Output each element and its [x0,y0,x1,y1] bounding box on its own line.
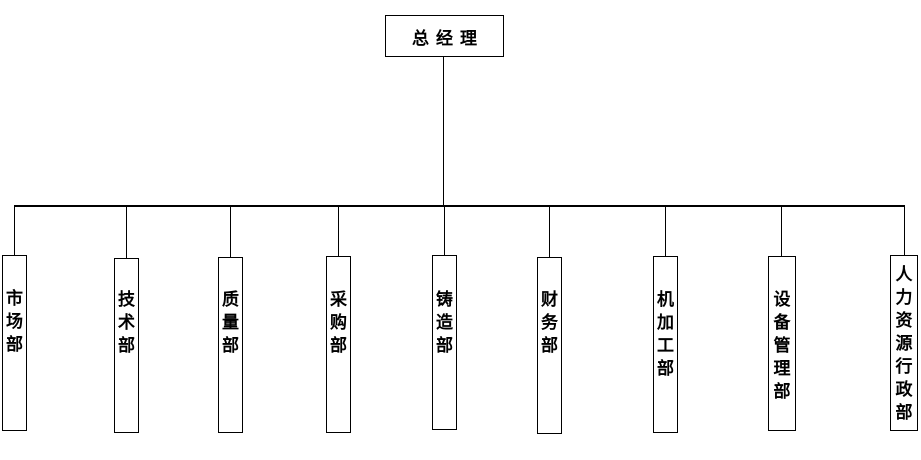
department-box-equipment: 设备管理部 [768,256,796,431]
department-box-technology: 技术部 [114,258,139,433]
dept-drop-line [904,206,905,256]
root-connector-line [443,57,444,206]
department-box-hr-admin: 人力资源行政部 [890,255,918,431]
dept-drop-line [781,206,782,257]
department-label: 机加工部 [657,290,674,379]
department-box-machining: 机加工部 [653,256,678,433]
department-label: 技术部 [118,290,135,356]
department-box-purchasing: 采购部 [326,256,351,433]
department-label: 质量部 [222,290,239,356]
general-manager-box: 总经理 [385,15,504,57]
general-manager-label: 总经理 [412,28,484,49]
department-box-casting: 铸造部 [432,255,457,430]
dept-drop-line [549,206,550,258]
horizontal-bus-line [14,205,905,207]
dept-drop-line [665,206,666,257]
dept-drop-line [230,206,231,258]
department-box-quality: 质量部 [218,257,243,433]
department-box-finance: 财务部 [537,257,562,434]
department-label: 采购部 [330,290,347,356]
dept-drop-line [338,206,339,257]
dept-drop-line [444,206,445,256]
department-label: 市场部 [6,289,23,355]
dept-drop-line [14,206,15,256]
department-label: 财务部 [541,290,558,356]
department-box-marketing: 市场部 [2,255,27,431]
department-label: 铸造部 [436,290,453,356]
department-label: 人力资源行政部 [895,265,913,423]
dept-drop-line [126,206,127,259]
department-label: 设备管理部 [773,290,791,402]
